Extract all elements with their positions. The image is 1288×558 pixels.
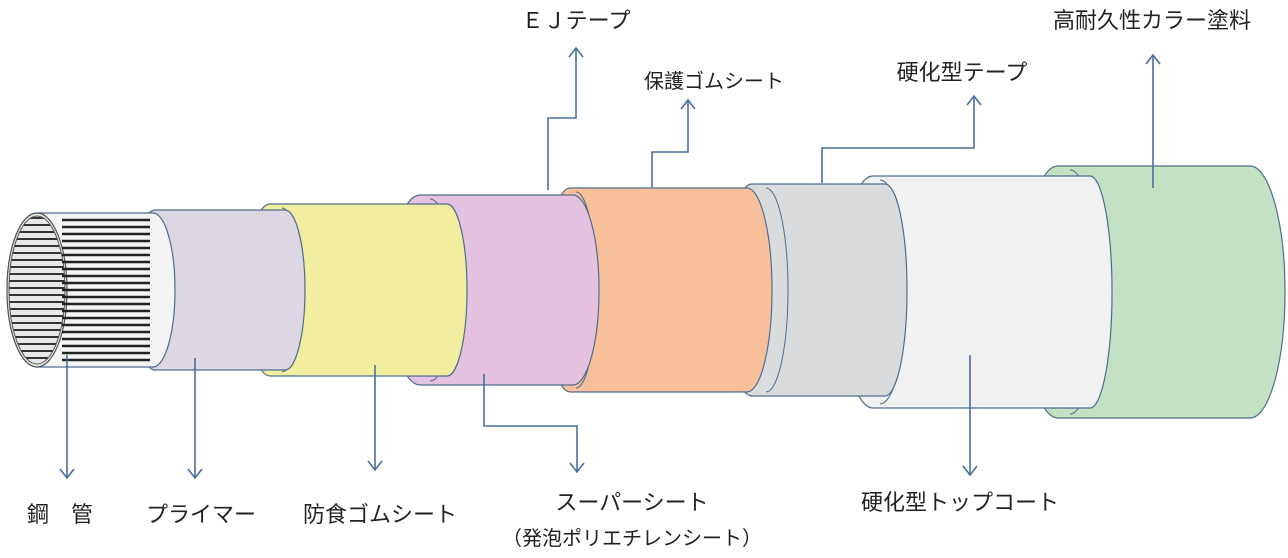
label-super-sheet: スーパーシート	[555, 491, 708, 516]
arrow-protective-rubber	[651, 98, 696, 188]
arrow-ej-tape	[547, 46, 584, 190]
label-anticorrosion-rubber: 防食ゴムシート	[303, 503, 457, 528]
label-steel-pipe: 鋼 管	[27, 503, 93, 528]
label-top-coat: 硬化型トップコート	[861, 491, 1059, 516]
hardening-tape-rim	[765, 187, 789, 393]
label-hardening-tape: 硬化型テープ	[897, 61, 1028, 86]
label-super-sheet-note: （発泡ポリエチレンシート）	[502, 526, 762, 550]
label-primer: プライマー	[146, 503, 256, 528]
label-color-paint: 高耐久性カラー塗料	[1053, 9, 1251, 34]
arrow-hardening-tape	[821, 94, 982, 183]
layer-steel-pipe	[6, 212, 176, 368]
leader-arrows	[59, 46, 1161, 480]
arrow-super-sheet	[483, 374, 585, 474]
labels: 鋼 管 プライマー 防食ゴムシート スーパーシート （発泡ポリエチレンシート） …	[27, 9, 1251, 550]
label-protective-rubber: 保護ゴムシート	[644, 69, 784, 93]
label-ej-tape: ＥＪテープ	[522, 9, 631, 34]
steel-pipe-ribs-body	[62, 218, 150, 362]
